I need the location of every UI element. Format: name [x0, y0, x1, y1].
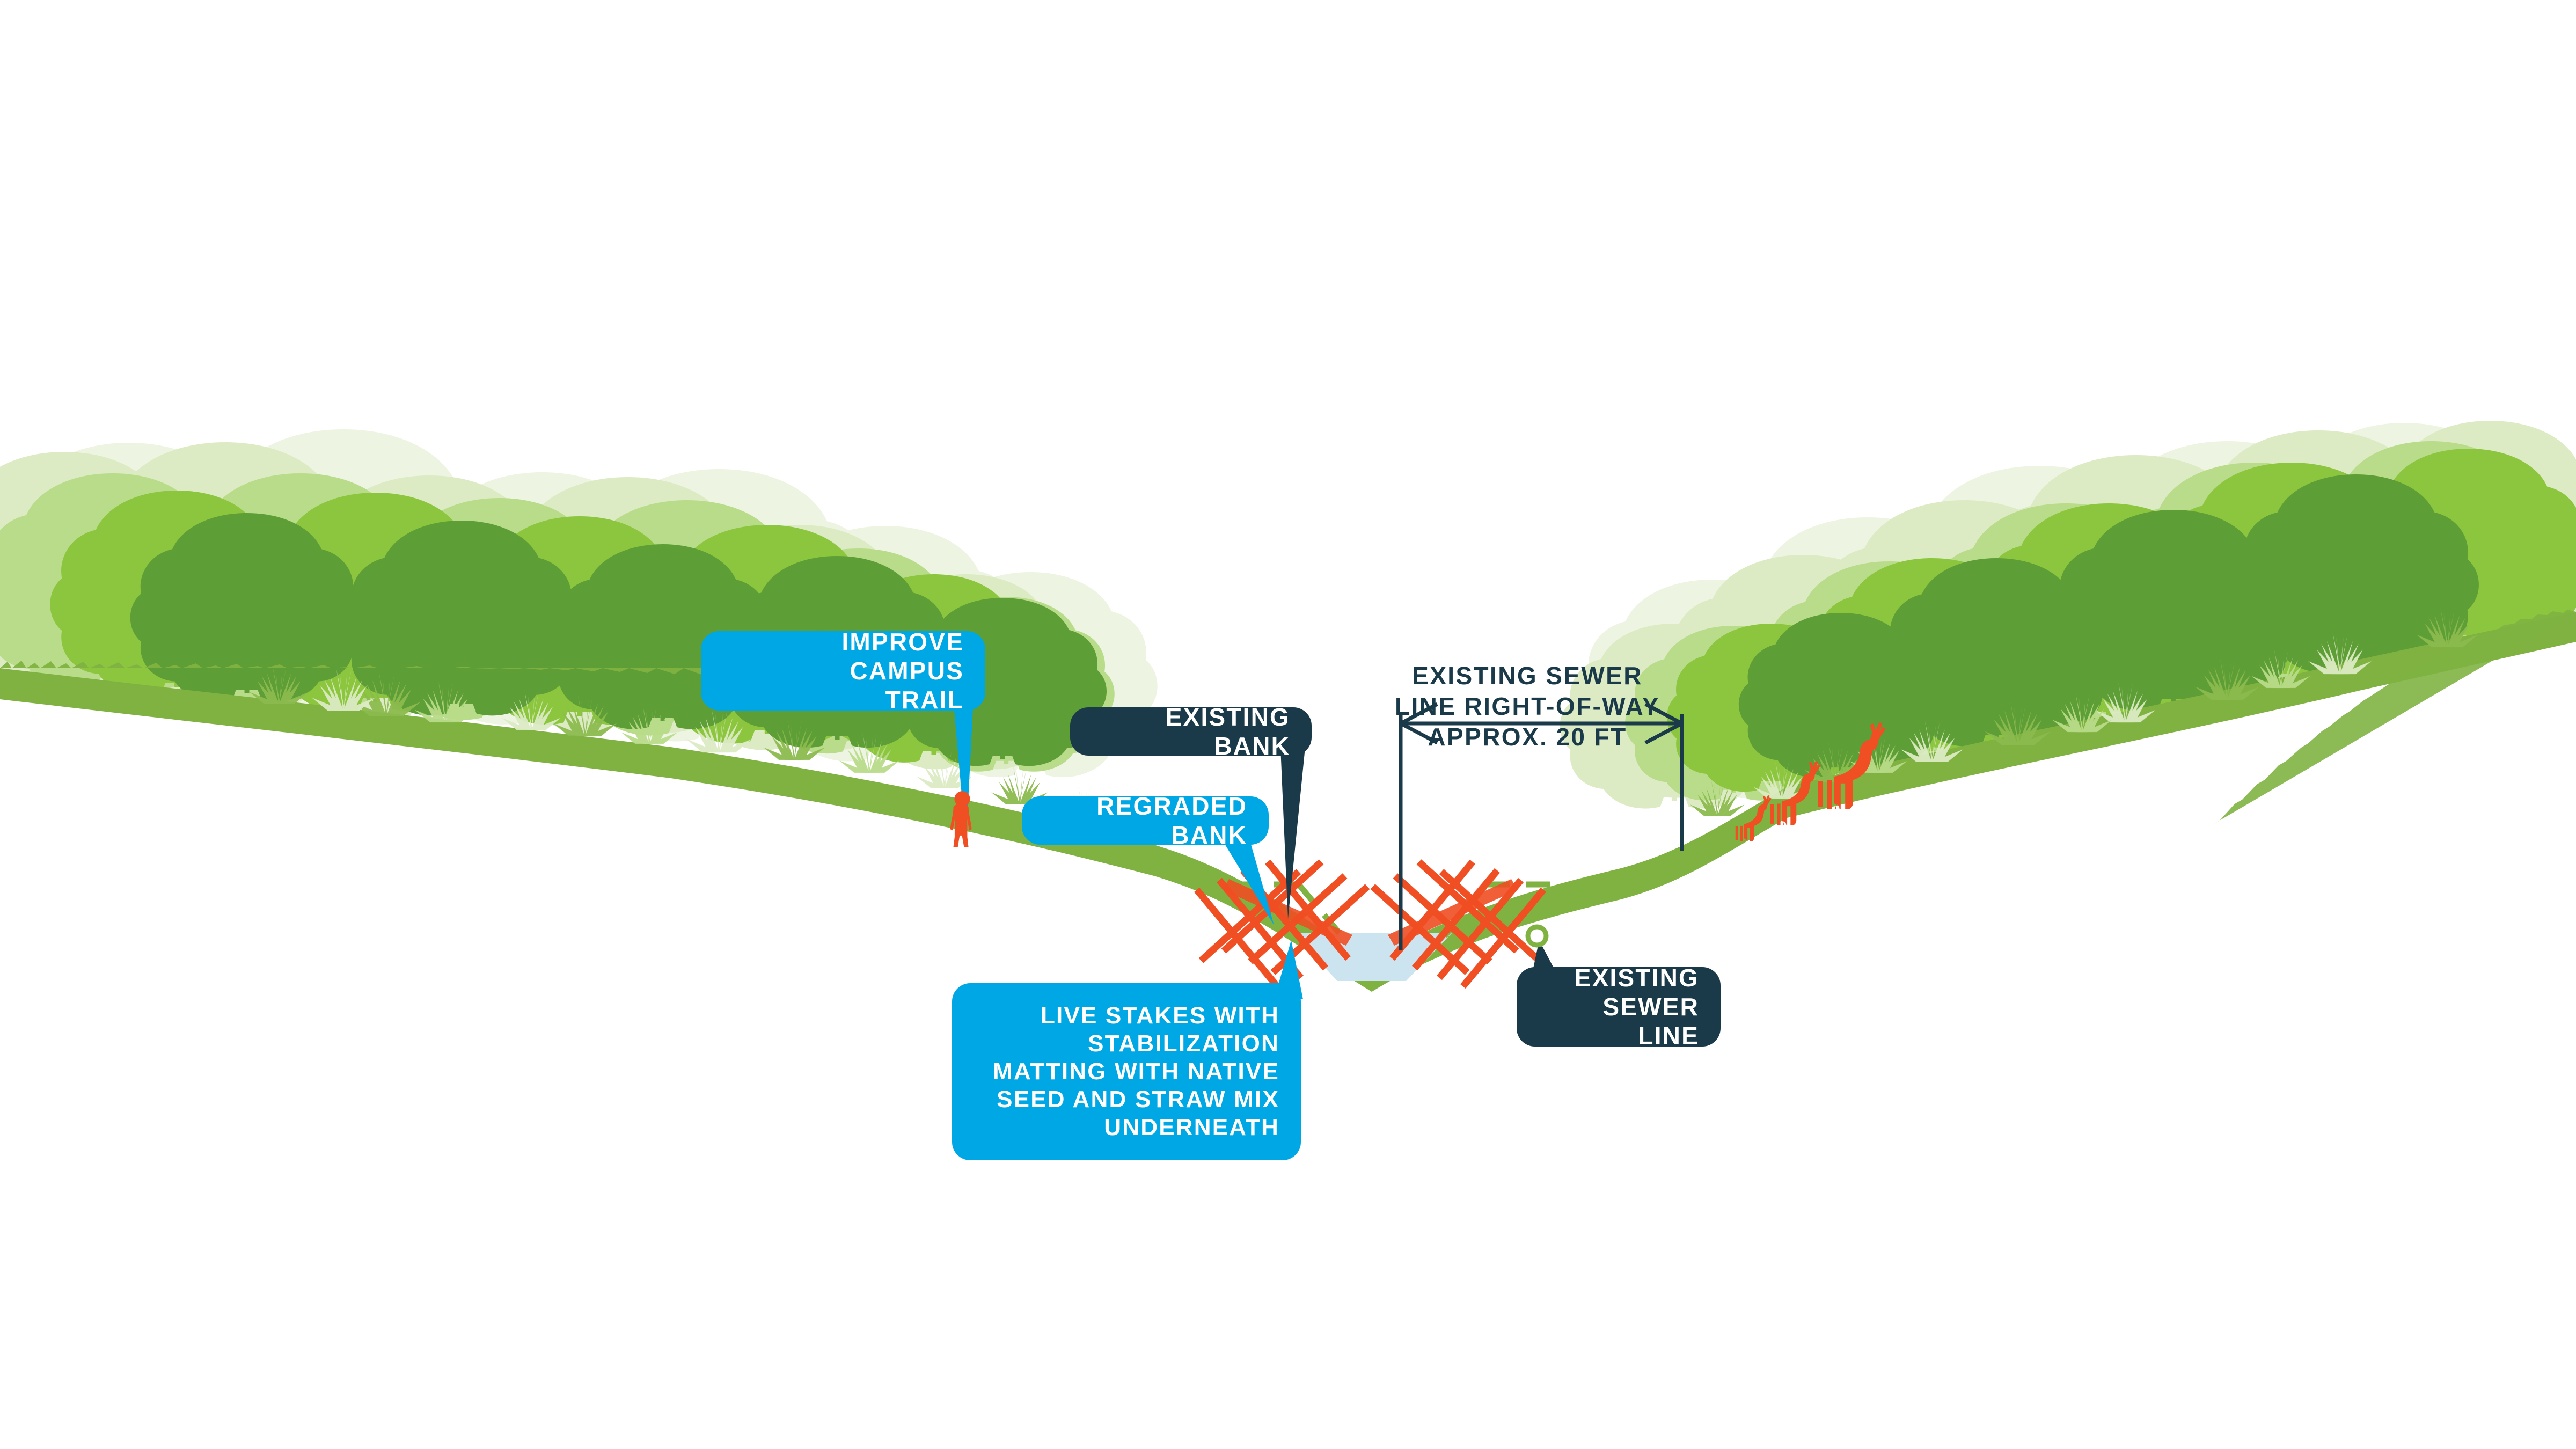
sewer-line-marker-icon	[1525, 924, 1549, 948]
stabilization-matting	[1223, 879, 1518, 946]
arrowhead-right	[1644, 702, 1683, 745]
grass-fringe	[0, 610, 2576, 825]
dimension-label-sewer-row: EXISTING SEWER LINE RIGHT-OF-WAY APPROX.…	[1388, 630, 1667, 752]
callout-existing-sewer-line[interactable]: EXISTING SEWER LINE	[1517, 964, 1721, 1050]
callout-tails	[953, 698, 1561, 999]
callout-regraded-bank[interactable]: REGRADED BANK	[1022, 792, 1269, 849]
person-walking-icon	[950, 791, 972, 847]
callout-label-regraded-bank: REGRADED BANK	[1096, 792, 1247, 849]
callout-live-stakes[interactable]: LIVE STAKES WITH STABILIZATION MATTING W…	[952, 983, 1301, 1160]
tail-existing-bank	[1280, 747, 1305, 919]
callout-label-live-stakes: LIVE STAKES WITH STABILIZATION MATTING W…	[993, 1002, 1279, 1140]
callout-label-improve-campus-trail: IMPROVE CAMPUS TRAIL	[841, 627, 964, 714]
callout-label-existing-bank: EXISTING BANK	[1165, 702, 1290, 760]
tail-improve-campus-trail	[953, 698, 974, 844]
arrowhead-left	[1400, 702, 1438, 745]
callout-improve-campus-trail[interactable]: IMPROVE CAMPUS TRAIL	[701, 628, 985, 714]
dimension-label-text: EXISTING SEWER LINE RIGHT-OF-WAY APPROX.…	[1395, 662, 1660, 751]
row-dimension-lines	[1399, 702, 1684, 950]
callout-existing-bank[interactable]: EXISTING BANK	[1070, 703, 1312, 760]
callout-label-existing-sewer-line: EXISTING SEWER LINE	[1574, 963, 1699, 1050]
tail-regraded-bank	[1219, 835, 1274, 925]
